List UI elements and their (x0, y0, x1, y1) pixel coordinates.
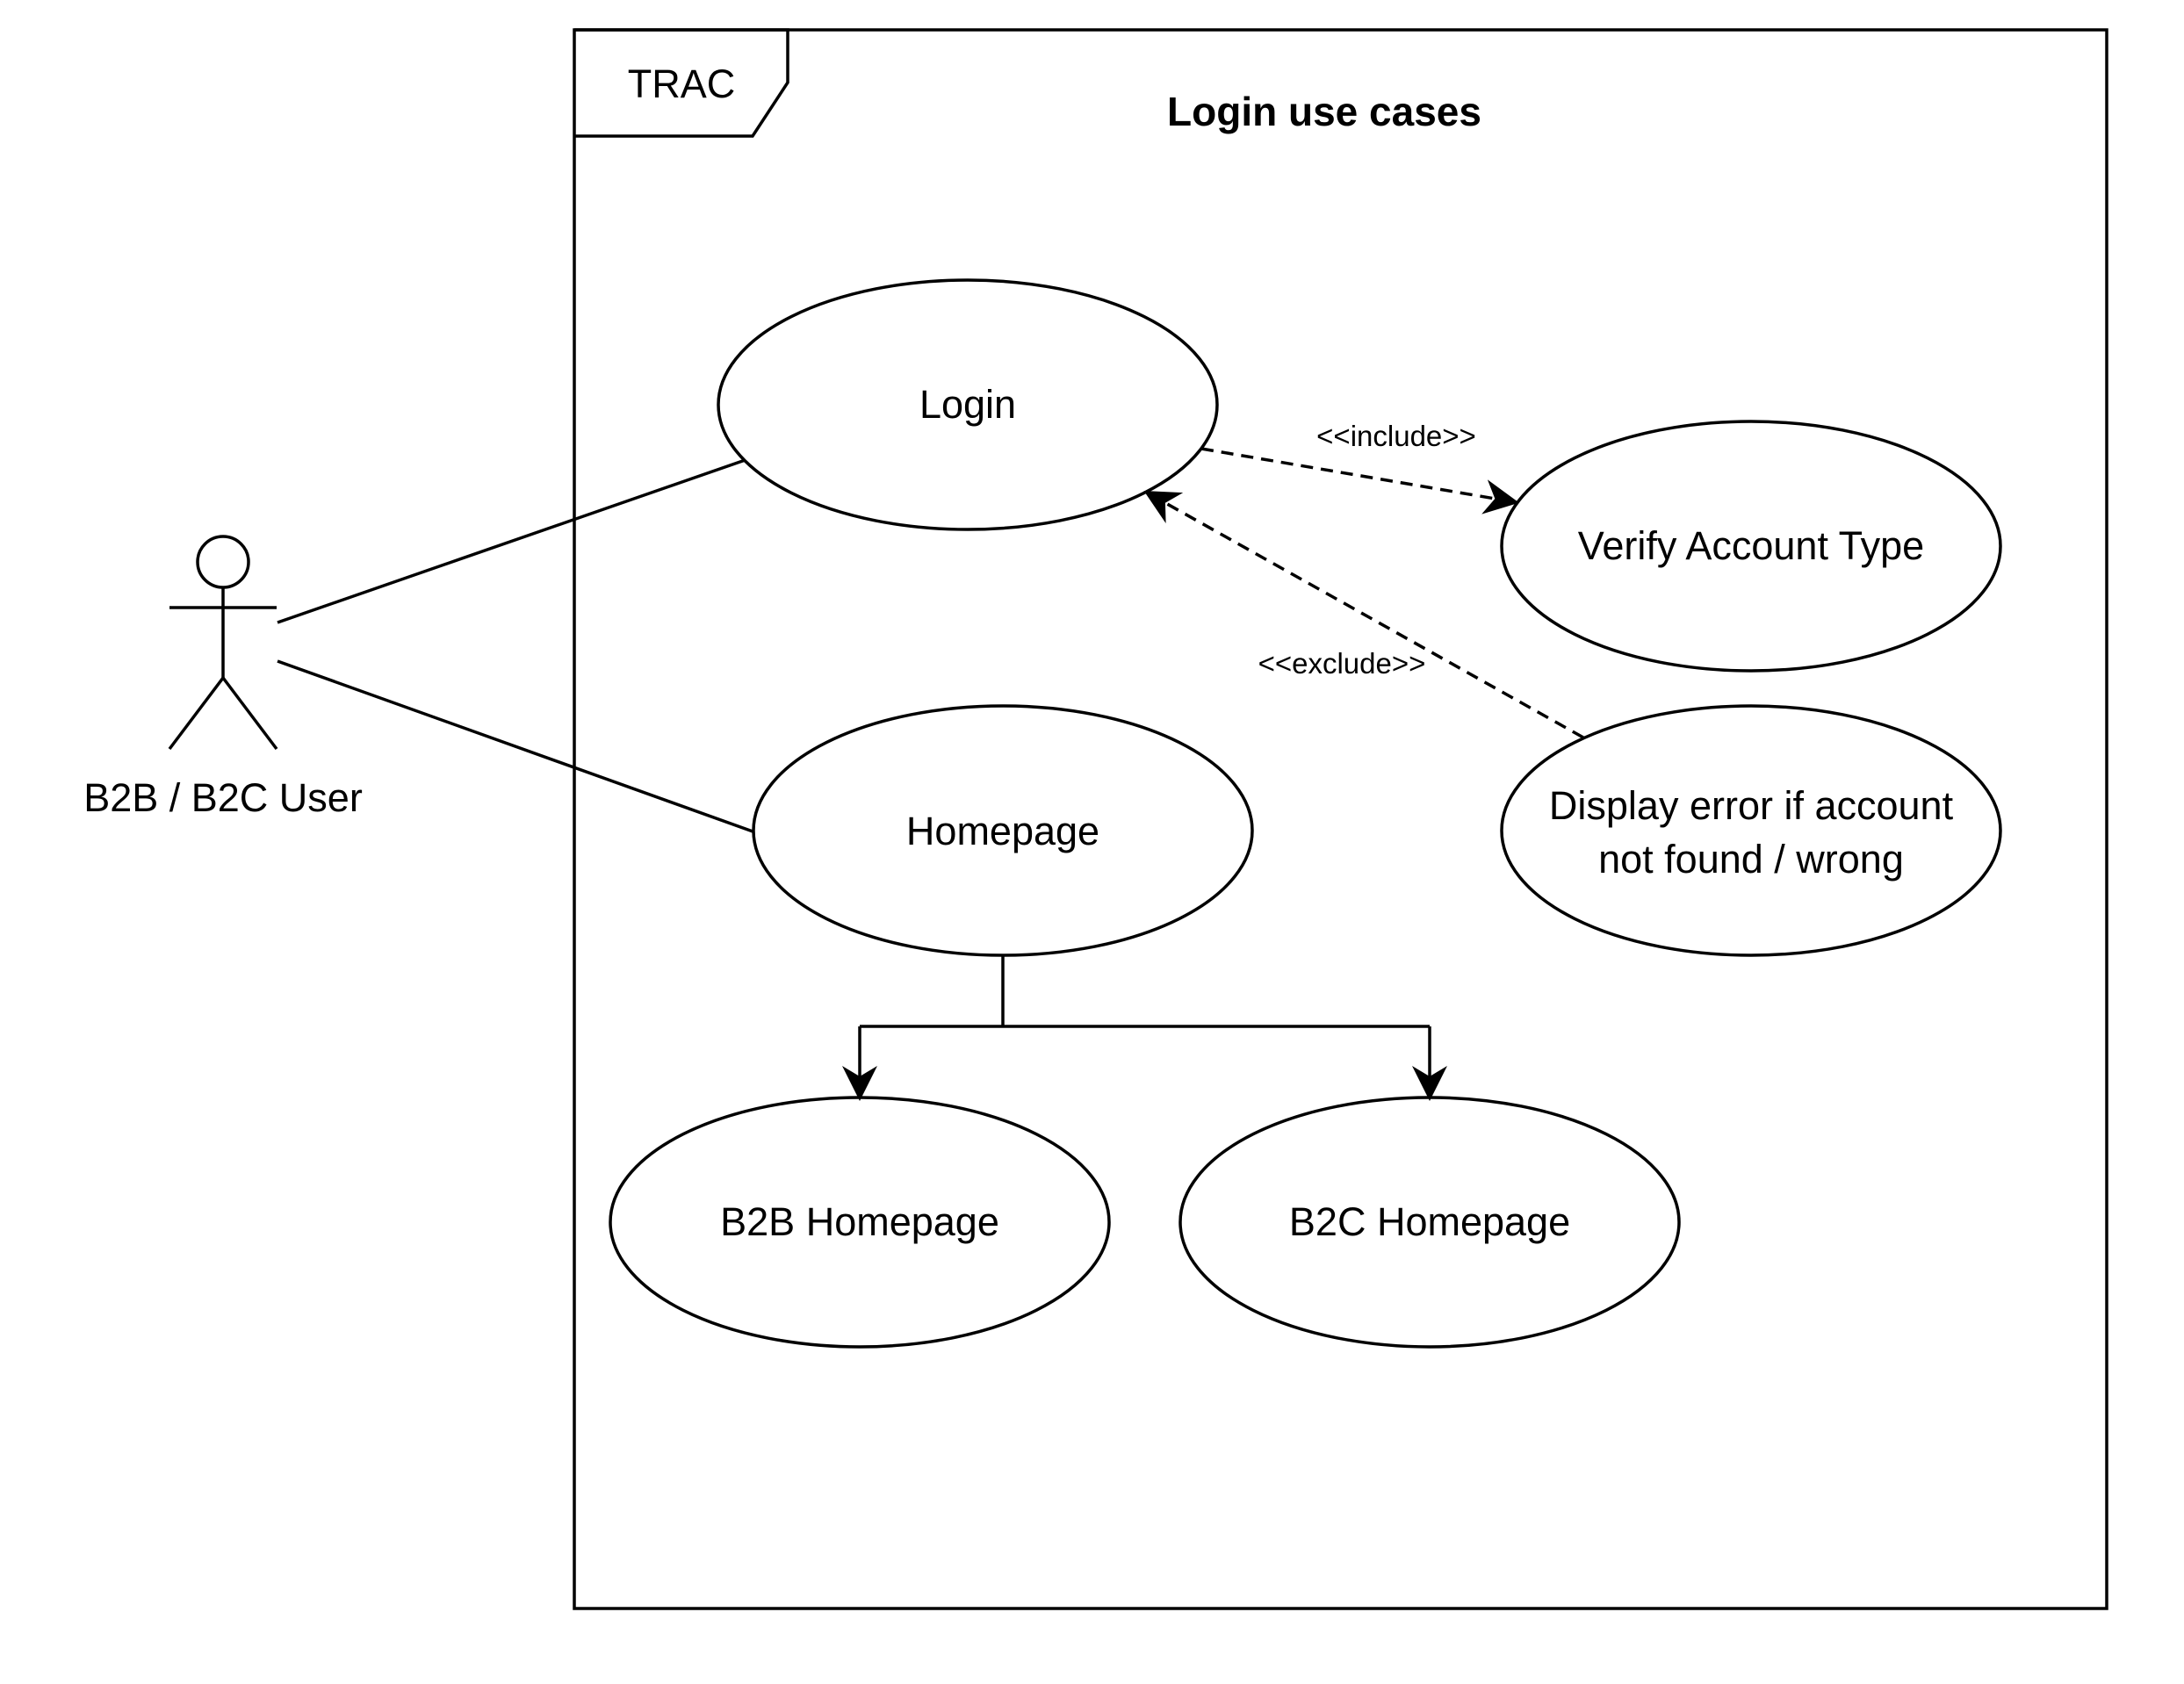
use-case-display-error-label-line2: not found / wrong (1598, 837, 1904, 882)
include-arrow (1200, 447, 1519, 515)
homepage-branch-connectors (842, 955, 1447, 1101)
use-case-verify-label: Verify Account Type (1578, 523, 1924, 568)
use-case-display-error[interactable]: Display error if account not found / wro… (1500, 704, 2002, 957)
actor-label: B2B / B2C User (83, 775, 363, 820)
use-case-login-label: Login (919, 382, 1016, 427)
exclude-arrow (1143, 491, 1584, 739)
frame-tag: TRAC (628, 61, 736, 106)
use-case-login-shape (717, 278, 1219, 531)
use-case-verify-shape (1500, 420, 2002, 673)
relation-exclude: <<exclude>> (1143, 491, 1584, 739)
use-case-verify-account-type[interactable]: Verify Account Type (1500, 420, 2002, 673)
actor-left-leg (168, 676, 225, 751)
association-actor-login (277, 455, 756, 624)
use-case-b2c-homepage[interactable]: B2C Homepage (1178, 1096, 1681, 1349)
use-case-homepage[interactable]: Homepage (752, 704, 1254, 957)
actor-head (196, 535, 250, 589)
actor-right-leg (221, 676, 278, 751)
use-case-login[interactable]: Login (717, 278, 1219, 531)
use-case-display-error-shape (1500, 704, 2002, 957)
exclude-label: <<exclude>> (1258, 647, 1426, 680)
relation-include: <<include>> (1200, 420, 1519, 515)
use-case-b2b-homepage[interactable]: B2B Homepage (609, 1096, 1111, 1349)
include-label: <<include>> (1316, 420, 1476, 452)
use-case-b2c-homepage-label: B2C Homepage (1289, 1199, 1570, 1244)
association-actor-homepage (277, 659, 756, 834)
use-case-homepage-label: Homepage (906, 809, 1099, 853)
frame-tag-box (574, 28, 789, 138)
use-case-b2b-homepage-label: B2B Homepage (720, 1199, 999, 1244)
use-case-display-error-label-line1: Display error if account (1549, 783, 1954, 828)
diagram-title: Login use cases (1167, 89, 1481, 134)
actor-b2b-b2c-user: B2B / B2C User (83, 535, 363, 820)
